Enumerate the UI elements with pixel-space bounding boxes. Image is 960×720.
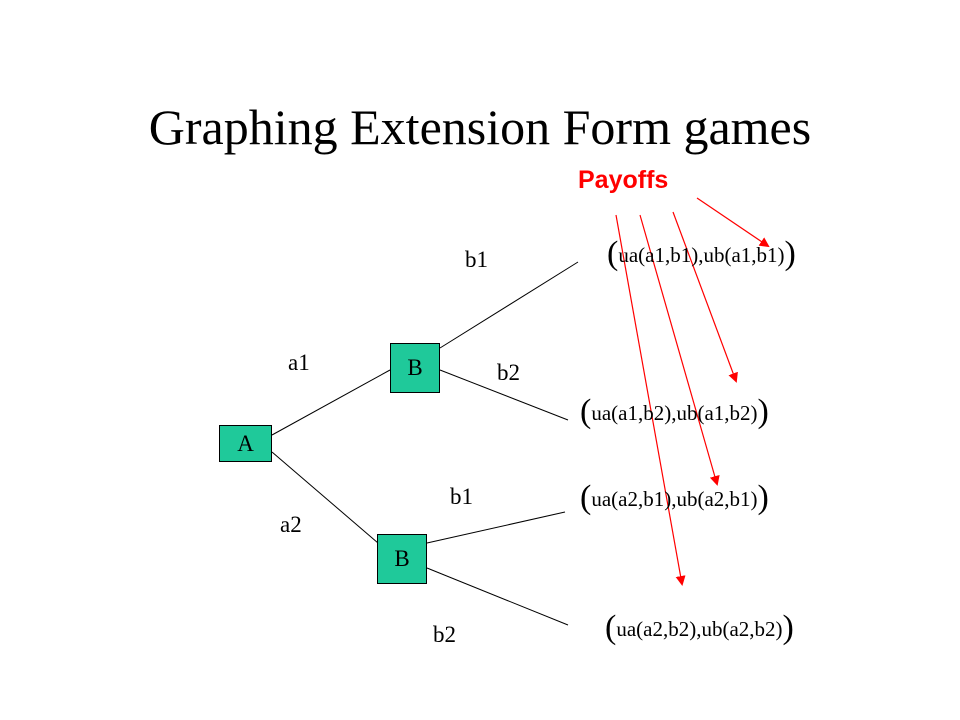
- node-b-bottom: B: [377, 534, 427, 584]
- node-a: A: [219, 425, 272, 462]
- paren-open: (: [580, 479, 592, 516]
- edge-a2-line: [271, 451, 379, 544]
- payoff-text: ua(a1,b2),ub(a1,b2): [591, 401, 758, 425]
- payoff-text: ua(a2,b2),ub(a2,b2): [616, 617, 783, 641]
- paren-open: (: [580, 393, 592, 430]
- edge-label-a2: a2: [280, 512, 302, 537]
- paren-open: (: [607, 235, 619, 272]
- edge-b2-top-line: [439, 369, 569, 421]
- payoff-arrow-2: [672, 211, 738, 383]
- node-b-top: B: [390, 343, 440, 393]
- payoff-text: ua(a1,b1),ub(a1,b1): [618, 243, 785, 267]
- payoffs-label: Payoffs: [578, 166, 669, 194]
- paren-open: (: [605, 609, 617, 646]
- edge-label-b1-bottom: b1: [450, 484, 473, 509]
- edge-b1-top-line: [439, 261, 579, 349]
- edge-label-b2-top: b2: [497, 360, 520, 385]
- slide-title: Graphing Extension Form games: [148, 99, 812, 155]
- edge-label-a1: a1: [288, 350, 310, 375]
- paren-close: ): [757, 479, 769, 516]
- edge-a1-line: [271, 369, 391, 436]
- payoff-arrow-1: [696, 197, 770, 248]
- payoff-a2-b1: (ua(a2,b1),ub(a2,b1)): [580, 478, 769, 522]
- edge-b1-bottom-line: [426, 511, 566, 544]
- edge-b2-bottom-line: [426, 567, 569, 626]
- edge-label-b2-bottom: b2: [433, 622, 456, 647]
- paren-close: ): [757, 393, 769, 430]
- paren-close: ): [782, 609, 794, 646]
- payoff-a1-b2: (ua(a1,b2),ub(a1,b2)): [580, 392, 769, 436]
- paren-close: ): [784, 235, 796, 272]
- payoff-arrow-3: [639, 214, 720, 486]
- payoff-a2-b2: (ua(a2,b2),ub(a2,b2)): [605, 608, 794, 652]
- payoff-arrow-4: [615, 214, 686, 586]
- payoff-text: ua(a2,b1),ub(a2,b1): [591, 487, 758, 511]
- payoff-a1-b1: (ua(a1,b1),ub(a1,b1)): [607, 234, 796, 278]
- edge-label-b1-top: b1: [465, 247, 488, 272]
